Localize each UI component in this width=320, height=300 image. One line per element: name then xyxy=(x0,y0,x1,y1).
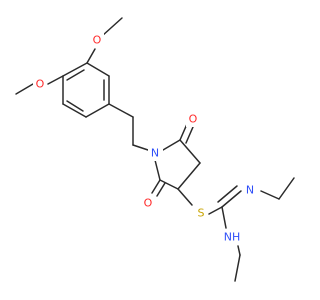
carbonyl-oxygen-bottom: O xyxy=(141,195,155,211)
svg-text:N: N xyxy=(151,147,159,160)
methoxy-oxygen-top: O xyxy=(90,31,104,47)
ring-nitrogen: N xyxy=(148,145,163,161)
svg-text:S: S xyxy=(198,207,205,220)
svg-text:O: O xyxy=(93,34,102,47)
svg-text:NH: NH xyxy=(224,231,241,244)
svg-text:O: O xyxy=(36,78,45,91)
structure-drawing: O O N O O S N xyxy=(15,17,295,282)
svg-text:O: O xyxy=(144,197,153,210)
amine-nitrogen: NH xyxy=(220,229,244,245)
sulfur-atom: S xyxy=(194,205,208,221)
molecule-diagram: O O N O O S N xyxy=(15,17,295,282)
atom-labels: O O N O O S N xyxy=(33,31,258,245)
carbonyl-oxygen-top: O xyxy=(186,111,200,127)
bond-lines xyxy=(15,17,295,282)
svg-text:N: N xyxy=(246,184,254,197)
svg-text:O: O xyxy=(189,113,198,126)
imine-nitrogen: N xyxy=(243,182,258,198)
methoxy-oxygen-left: O xyxy=(33,76,47,92)
